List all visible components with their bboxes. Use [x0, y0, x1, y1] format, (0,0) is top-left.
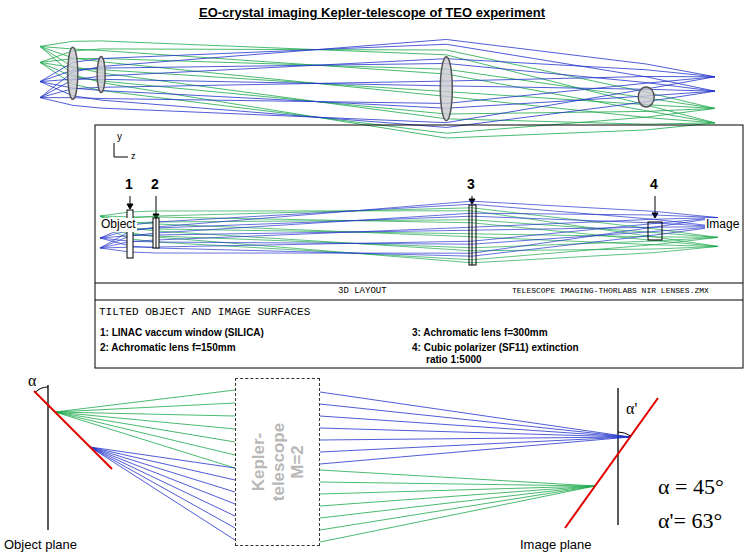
ray [100, 216, 718, 251]
plane-label: Image plane [520, 538, 592, 553]
part-list-item: 1: LINAC vaccum window (SILICA) [100, 327, 264, 339]
image-axis [617, 388, 618, 525]
ray [100, 211, 718, 247]
angle-arc [35, 387, 48, 392]
callout-number: 2 [151, 176, 159, 192]
ray-bundles [55, 390, 630, 542]
ray [100, 218, 718, 248]
layout-footer: 3D LAYOUT [338, 286, 387, 296]
ray [40, 62, 715, 108]
ray [40, 49, 715, 109]
file-name: TELESCOPE IMAGING-THORLABS NIR LENSES.ZM… [512, 286, 709, 295]
ray [55, 403, 235, 412]
lens-disk [440, 57, 452, 121]
ray [40, 46, 715, 124]
ray [320, 428, 630, 437]
ray [40, 59, 715, 98]
plane-label: Object plane [4, 538, 77, 553]
ray [90, 447, 235, 540]
ray [40, 82, 715, 109]
object-plane-line [34, 391, 112, 469]
ray [100, 208, 718, 238]
ray [90, 447, 235, 528]
ray [320, 482, 595, 486]
ray [100, 216, 718, 238]
ray [320, 486, 595, 518]
ray [90, 447, 235, 516]
ray [40, 46, 715, 122]
ray [100, 201, 718, 248]
ray [100, 204, 718, 238]
ray [40, 77, 715, 104]
ray [320, 392, 630, 437]
ray [100, 227, 718, 238]
layout-panel [95, 125, 743, 368]
part-list-item: 2: Achromatic lens f=150mm [100, 342, 236, 354]
ray [320, 416, 630, 437]
ray [320, 486, 595, 506]
ray [55, 412, 235, 455]
ray [40, 82, 715, 128]
ray [100, 216, 718, 263]
ray-render [40, 39, 715, 138]
ray [90, 447, 235, 480]
angle-value: α'= 63° [658, 508, 722, 533]
ray [100, 213, 718, 248]
optical-elements [127, 205, 662, 265]
ray [40, 39, 715, 97]
part-list-item: 3: Achromatic lens f=300mm [412, 327, 548, 339]
lens-render [68, 47, 654, 120]
ray [320, 437, 630, 464]
part-list-item: 4: Cubic polarizer (SF11) extinction rat… [412, 342, 601, 365]
telescope-box: Kepler- telescope M=2 [235, 378, 320, 546]
ray [55, 412, 235, 416]
axis-marker [114, 143, 128, 157]
ray [40, 59, 715, 109]
ray [100, 226, 718, 237]
ray [40, 46, 715, 122]
ray [40, 62, 715, 133]
angle-value: α = 45° [658, 474, 724, 499]
ray [320, 470, 595, 486]
ray [100, 220, 718, 238]
image-label: Image [705, 218, 740, 232]
panel-divider [95, 283, 743, 284]
angle-symbol: α' [626, 400, 637, 418]
axis-label: y [117, 131, 122, 143]
angle-arc [618, 432, 631, 436]
ray [320, 486, 595, 530]
ray [100, 226, 718, 248]
callout-number: 1 [125, 176, 133, 192]
ray [90, 447, 235, 492]
angle-symbol: α [28, 372, 36, 390]
ray [320, 486, 595, 542]
panel-divider [95, 300, 743, 301]
image-plane-line [565, 398, 658, 528]
lens-disk [638, 87, 654, 107]
ray [90, 447, 235, 504]
callout-number: 3 [467, 176, 475, 192]
ray [55, 412, 235, 442]
lens-disk [97, 57, 105, 93]
ray [40, 79, 715, 91]
ray [100, 227, 718, 245]
ray [55, 390, 235, 412]
object-label: Object [100, 218, 137, 232]
axis-label: z [131, 151, 136, 161]
ray-trace [100, 201, 718, 263]
ray [100, 218, 718, 254]
ray [320, 437, 630, 452]
ray [320, 404, 630, 437]
callout-number: 4 [650, 176, 658, 192]
lens-disk [68, 47, 78, 99]
ray [40, 41, 715, 123]
node-text: Kepler- telescope M=2 [248, 412, 307, 512]
ray [40, 77, 715, 123]
ray [100, 218, 718, 248]
panel-note: TILTED OBJECT AND IMAGE SURFACES [99, 306, 310, 319]
diagram-title: EO-crystal imaging Kepler-telescope of T… [199, 6, 545, 21]
